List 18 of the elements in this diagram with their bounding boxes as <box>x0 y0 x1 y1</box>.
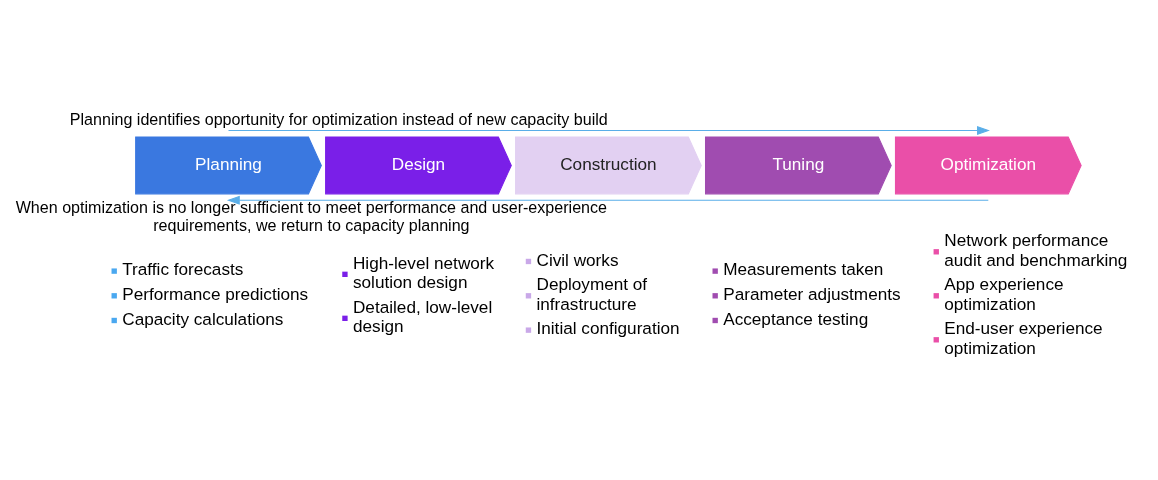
node-label: Acceptance testing <box>723 308 869 329</box>
node-label: Traffic forecasts <box>122 259 244 280</box>
node-label: Parameter adjustments <box>723 283 901 304</box>
edge-label: When optimization is no longer sufficient to meet performance and user-experience requirements, we return to capacity planning <box>15 198 608 235</box>
node-label: High-level network solution design <box>352 252 495 293</box>
node-label: Deployment of infrastructure <box>536 274 648 314</box>
node-label: Measurements taken <box>723 259 884 280</box>
node-label: Detailed, low-level design <box>352 296 493 337</box>
node-label: Network performance audit and benchmarking <box>944 230 1128 270</box>
node-label: End-user experience optimization <box>944 318 1103 358</box>
node-label: Initial configuration <box>536 318 680 339</box>
arrow <box>227 126 990 136</box>
edge-label: Planning identifies opportunity for optimization instead of new capacity build <box>69 110 608 129</box>
arrow <box>226 195 989 205</box>
node-label: Capacity calculations <box>122 308 284 329</box>
node-label: Civil works <box>536 249 619 270</box>
node-label: Performance predictions <box>122 283 309 304</box>
node-label: App experience optimization <box>944 274 1064 314</box>
